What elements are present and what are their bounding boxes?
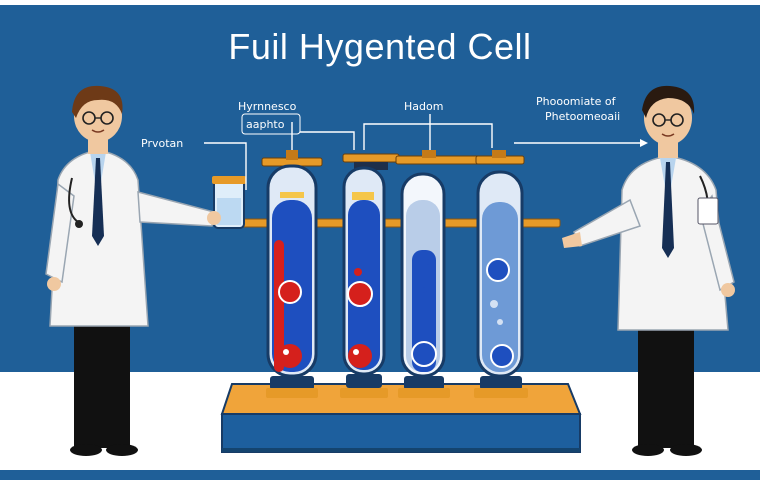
bottom-stripe bbox=[0, 470, 760, 480]
label-tube3: Hadom bbox=[404, 100, 444, 113]
label-right-line1: Phooomiate of bbox=[536, 95, 616, 108]
label-box bbox=[241, 113, 301, 135]
test-tube-3 bbox=[395, 150, 489, 398]
label-left: Prvotan bbox=[141, 137, 184, 150]
top-stripe bbox=[0, 0, 760, 5]
page-title: Fuil Hygented Cell bbox=[228, 26, 532, 67]
label-right-line2: Phetoomeoaii bbox=[545, 110, 621, 123]
leader-lines bbox=[204, 114, 648, 190]
test-tube-1 bbox=[261, 150, 323, 398]
label-tube1-line1: Hyrnnesco bbox=[238, 100, 297, 113]
test-tube-4 bbox=[474, 150, 528, 398]
label-tube1-line2: aaphto bbox=[246, 118, 285, 131]
scientist-right bbox=[562, 85, 735, 456]
beaker-icon bbox=[212, 176, 246, 229]
test-tube-2 bbox=[340, 153, 400, 398]
scientist-left bbox=[45, 85, 221, 456]
